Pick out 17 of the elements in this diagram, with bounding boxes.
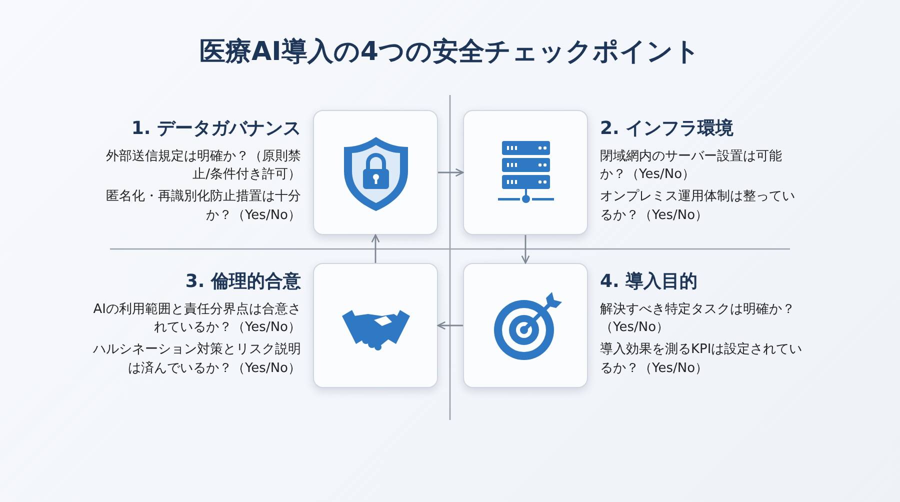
- checklist-question: 解決すべき特定タスクは明確か？（Yes/No）: [600, 300, 796, 338]
- arrow: [438, 168, 464, 177]
- checklist-question: 閉域網内のサーバー設置は可能か？（Yes/No）: [600, 148, 783, 184]
- checklist-question: 匿名化・再識別化防止措置は十分か？（Yes/No）: [105, 188, 301, 226]
- checklist-question: ハルシネーション対策とリスク説明は済んでいるか？（Yes/No）: [92, 341, 301, 378]
- arrow: [521, 235, 530, 264]
- heading: 4. 導入目的: [600, 271, 699, 293]
- heading: 2. インフラ環境: [600, 118, 735, 140]
- checklist-question: オンプレミス運用体制は整っているか？（Yes/No）: [600, 188, 796, 226]
- checklist-question: 導入効果を測るKPIは設定されているか？（Yes/No）: [600, 341, 804, 378]
- arrow: [437, 321, 463, 330]
- title: 医療AI導入の4つの安全チェックポイント: [198, 36, 702, 69]
- checklist-question: 外部送信規定は明確か？（原則禁止/条件付き許可）: [105, 148, 301, 184]
- heading: 3. 倫理的合意: [184, 271, 301, 293]
- checklist-question: AIの利用範囲と責任分界点は合意されているか？（Yes/No）: [92, 300, 301, 338]
- arrow: [371, 234, 380, 263]
- heading: 1. データガバナンス: [130, 118, 301, 140]
